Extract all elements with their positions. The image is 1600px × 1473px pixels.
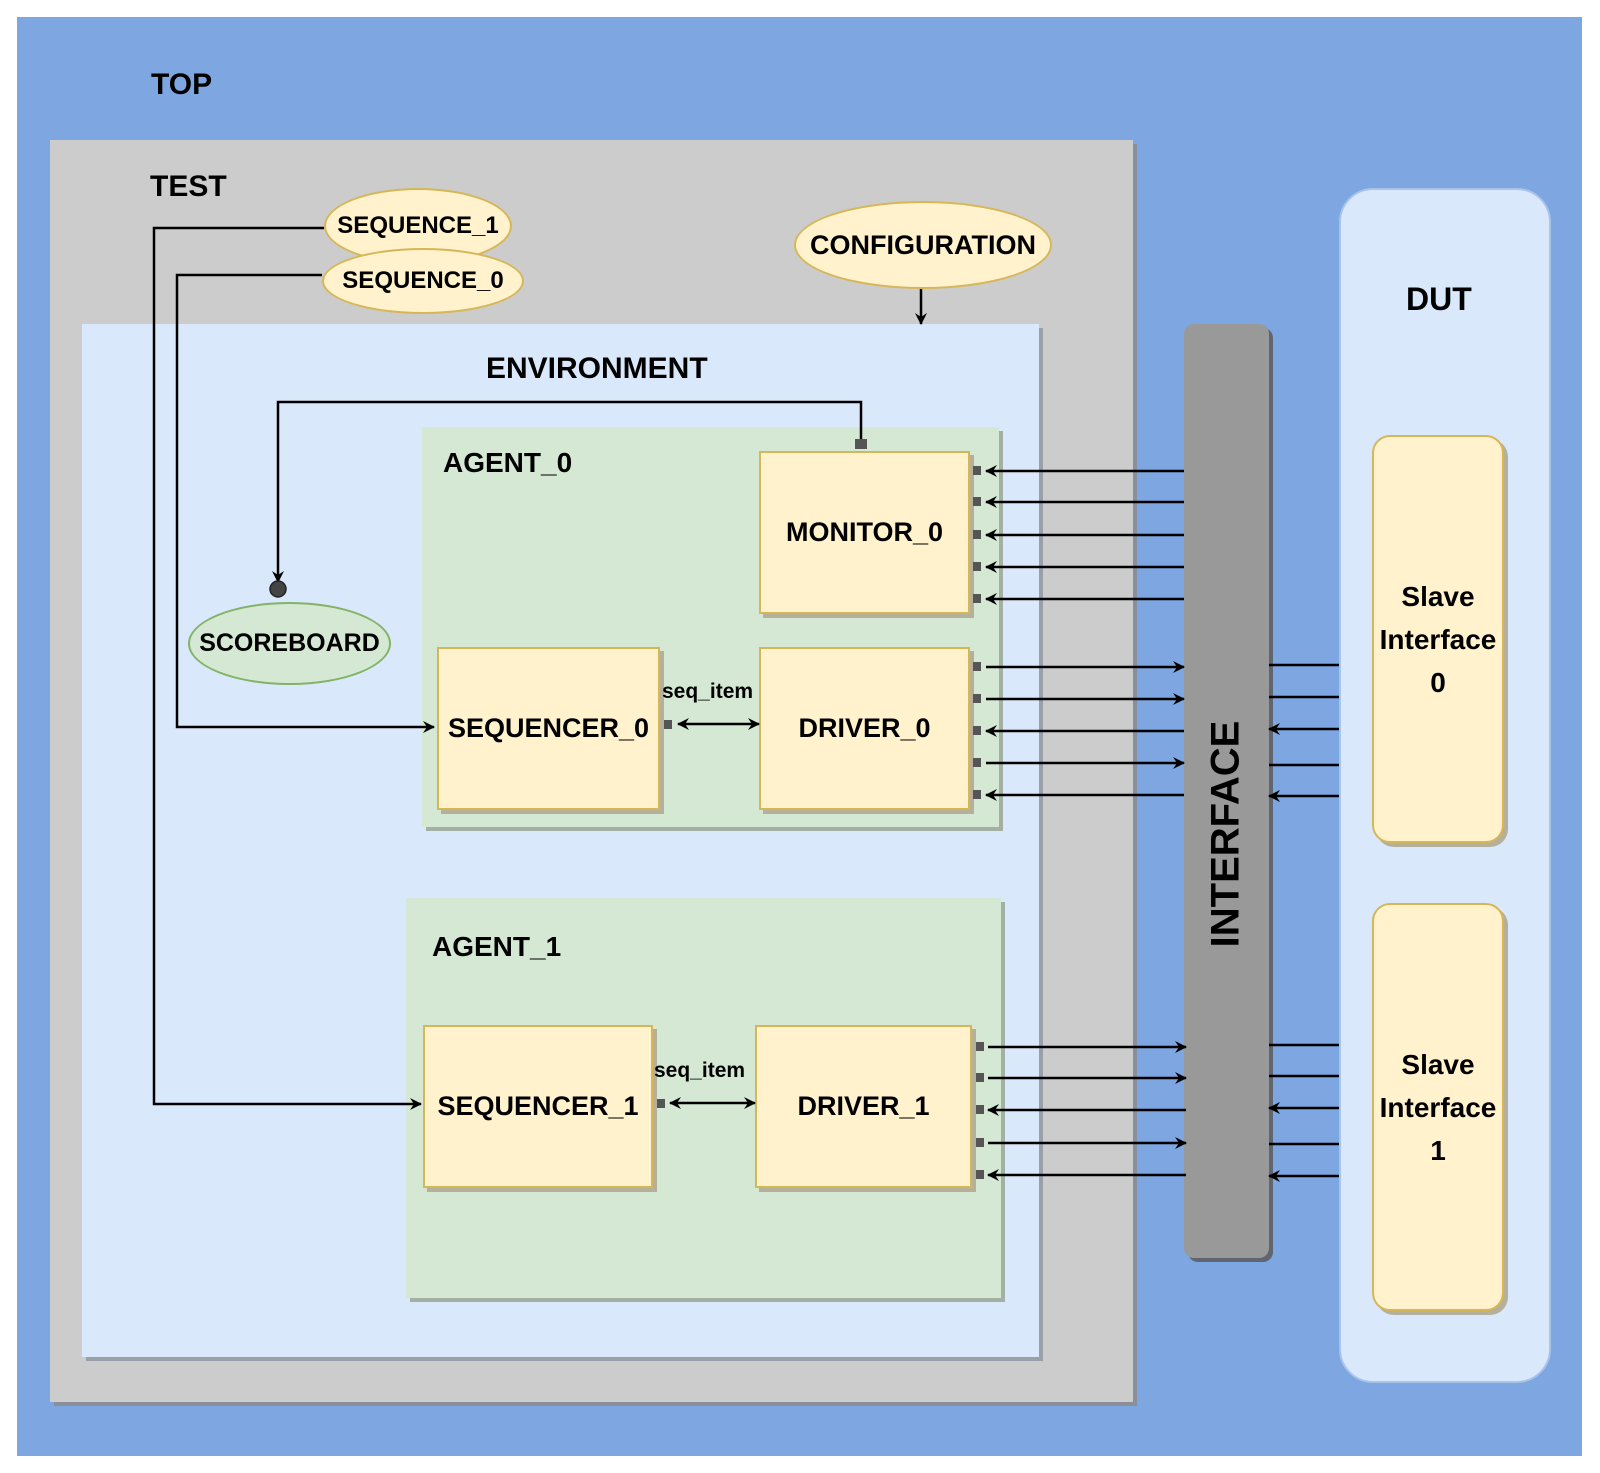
sequencer-1-port [657,1099,665,1108]
slave-interface-0-line2: Interface [1379,623,1497,655]
driver-0-port-1 [973,662,981,671]
monitor-top-port [855,439,867,449]
sequencer-0-port [664,720,672,729]
driver-1-port-1 [976,1042,984,1051]
monitor-port-1 [973,466,981,475]
monitor-0-block[interactable]: MONITOR_0 [759,451,970,614]
monitor-port-2 [973,497,981,506]
slave-interface-1-line1: Slave [1401,1048,1475,1080]
scoreboard-node[interactable]: SCOREBOARD [188,602,391,685]
seq-item-label-0: seq_item [662,680,754,703]
driver-1-block[interactable]: DRIVER_1 [755,1025,972,1188]
scoreboard-port [269,580,287,598]
slave-interface-0[interactable]: Slave Interface 0 [1372,435,1504,843]
environment-label: ENVIRONMENT [486,352,708,385]
driver-1-port-5 [976,1170,984,1179]
monitor-port-5 [973,594,981,603]
configuration-node[interactable]: CONFIGURATION [794,201,1052,289]
sequence-0-to-sequencer-0-wire [175,273,435,733]
slave-interface-0-line3: 0 [1430,666,1446,698]
monitor-port-4 [973,562,981,571]
seq-item-label-1: seq_item [654,1059,746,1082]
driver-0-port-4 [973,758,981,767]
top-label: TOP [151,68,213,101]
monitor-to-scoreboard-wire [272,400,863,583]
sequence-1-to-sequencer-1-wire [152,226,422,1110]
driver-1-port-4 [976,1138,984,1147]
driver-0-port-3 [973,726,981,735]
slave-interface-1-line3: 1 [1430,1134,1446,1166]
driver-1-port-2 [976,1073,984,1082]
sequence-0-node[interactable]: SEQUENCE_0 [322,248,524,314]
agent-1-label: AGENT_1 [432,931,562,962]
driver-0-port-2 [973,694,981,703]
sequencer-1-block[interactable]: SEQUENCER_1 [423,1025,653,1188]
slave-interface-1[interactable]: Slave Interface 1 [1372,903,1504,1311]
slave-interface-1-line2: Interface [1379,1091,1497,1123]
monitor-port-3 [973,530,981,539]
dut-label: DUT [1406,281,1472,317]
driver-1-port-3 [976,1105,984,1114]
slave-interface-0-line1: Slave [1401,580,1475,612]
driver-0-block[interactable]: DRIVER_0 [759,647,970,810]
test-label: TEST [150,170,227,203]
interface-bus[interactable] [1184,324,1269,1258]
sequencer-0-block[interactable]: SEQUENCER_0 [437,647,660,810]
agent-0-label: AGENT_0 [443,447,573,478]
driver-0-port-5 [973,790,981,799]
